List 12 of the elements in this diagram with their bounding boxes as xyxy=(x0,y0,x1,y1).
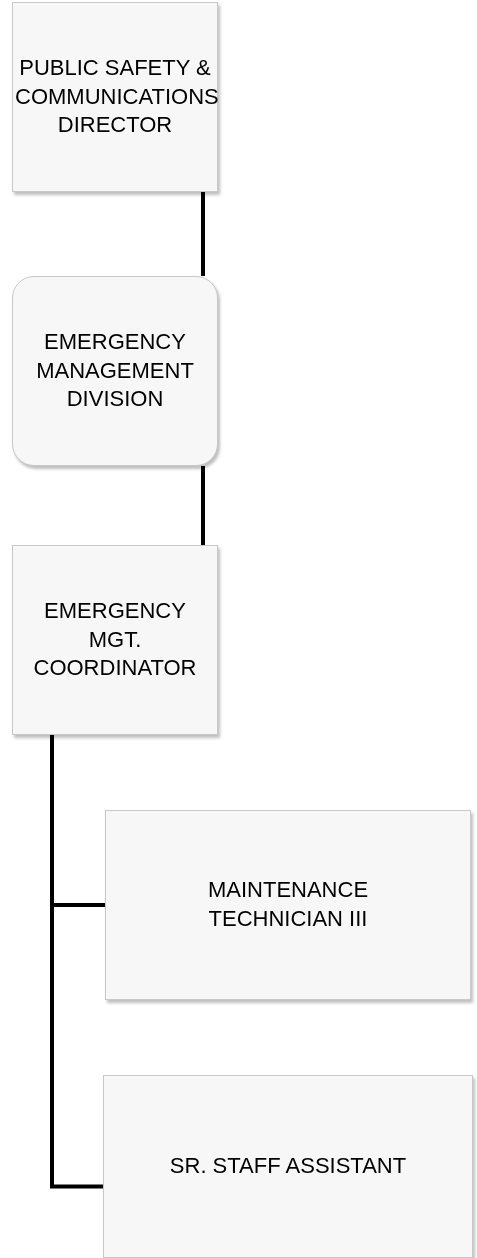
division-box xyxy=(12,276,218,466)
connector-line xyxy=(201,466,205,545)
position-title: SR. STAFF ASSISTANT xyxy=(169,1152,407,1181)
connector-line xyxy=(201,192,205,276)
position-box xyxy=(12,545,218,735)
position-title: EMERGENCY MGT. COORDINATOR xyxy=(32,597,198,683)
position-box xyxy=(103,1075,473,1258)
connector-line xyxy=(50,735,103,1189)
position-box xyxy=(105,810,471,1000)
position-title: EMERGENCY MANAGEMENT DIVISION xyxy=(35,328,195,414)
position-box xyxy=(12,2,218,192)
position-title: MAINTENANCE TECHNICIAN III xyxy=(206,876,370,933)
